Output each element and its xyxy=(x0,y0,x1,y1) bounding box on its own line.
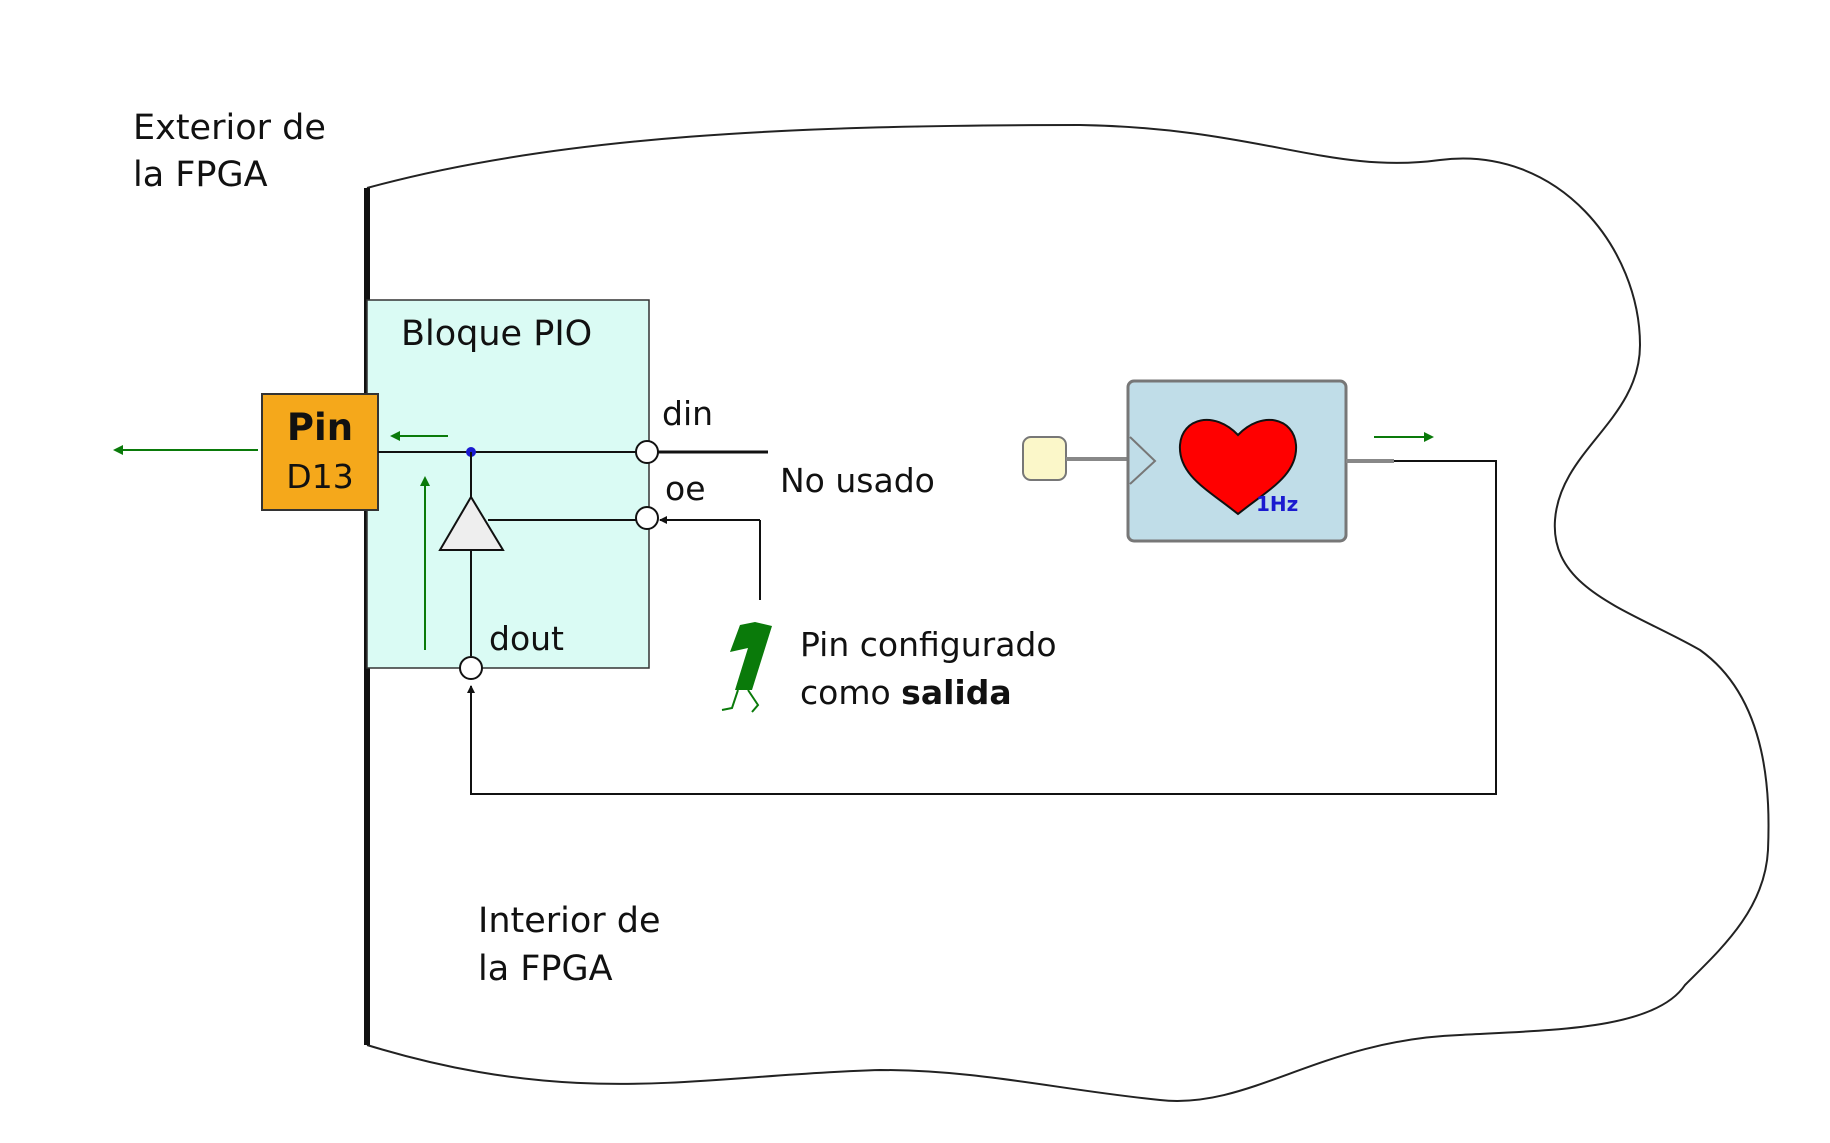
exterior-label-line1: Exterior de xyxy=(133,108,326,148)
heart-input-port xyxy=(1022,436,1067,481)
pin-label: Pin xyxy=(287,406,353,449)
configured-prefix: como xyxy=(800,673,901,712)
interior-label-line1: Interior de xyxy=(478,901,661,941)
unused-label: No usado xyxy=(780,461,935,500)
pio-block-title: Bloque PIO xyxy=(401,314,592,354)
din-port xyxy=(635,440,659,464)
dout-port xyxy=(459,656,483,680)
pin-name: D13 xyxy=(286,457,353,496)
pin-d13-box xyxy=(261,393,379,511)
configured-line2: como salida xyxy=(800,673,1012,712)
freq-label: 1Hz xyxy=(1256,492,1298,516)
oe-label: oe xyxy=(665,469,706,508)
interior-label-line2: la FPGA xyxy=(478,949,613,989)
dout-label: dout xyxy=(489,619,564,658)
clock-input-triangle xyxy=(1129,436,1157,485)
constant-one xyxy=(721,622,772,713)
pio-block xyxy=(366,299,650,669)
heart-icon xyxy=(1178,418,1298,516)
fpga-boundary xyxy=(366,123,1770,1102)
oe-port xyxy=(635,506,659,530)
exterior-label-line2: la FPGA xyxy=(133,155,268,195)
configured-line1: Pin configurado xyxy=(800,625,1057,664)
din-label: din xyxy=(662,394,713,433)
configured-bold-word: salida xyxy=(901,673,1011,712)
heart-to-dout-wire xyxy=(467,460,1497,795)
